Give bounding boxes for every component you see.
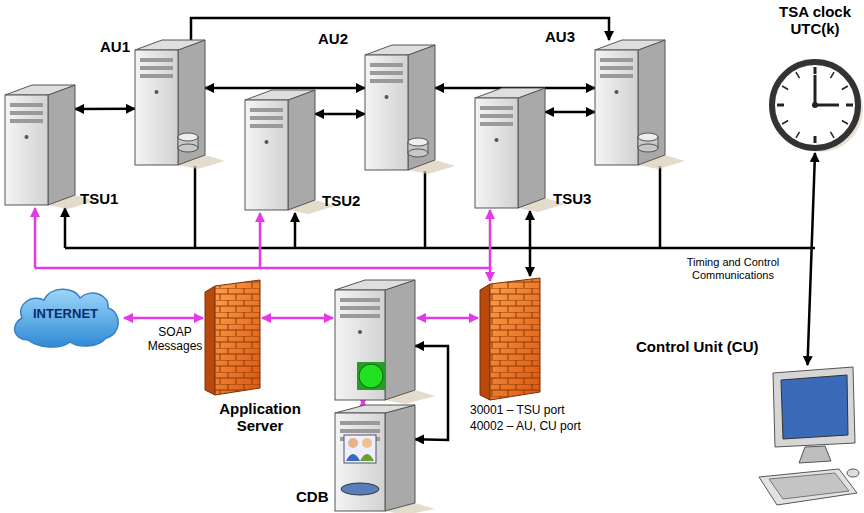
cloud-label: INTERNET xyxy=(8,307,123,322)
internet-cloud: INTERNET xyxy=(8,282,123,350)
authority-server: AU2 xyxy=(365,45,435,170)
connector-arrow xyxy=(545,111,595,114)
port-note: 40002 – AU, CU port xyxy=(470,420,581,434)
control-computer: Control Unit (CU) xyxy=(755,365,860,511)
connector-arrow xyxy=(315,113,365,116)
node-label: TSU2 xyxy=(322,192,360,209)
connector-arrow xyxy=(205,87,365,90)
firewall-left xyxy=(205,280,260,395)
node-label: TSA clock UTC(k) xyxy=(770,3,860,38)
node-label: CDB xyxy=(296,488,329,505)
node-label: AU1 xyxy=(100,38,130,55)
node-label: Control Unit (CU) xyxy=(636,338,758,355)
node-label: AU2 xyxy=(318,30,348,47)
bus-label: Timing and Control Communications xyxy=(668,256,798,281)
application-server: Application Server xyxy=(335,280,415,400)
node-label: TSU1 xyxy=(80,190,118,207)
authority-server: AU1 xyxy=(135,40,205,165)
timestamp-server: TSU2 xyxy=(245,90,315,210)
connector-arrow xyxy=(808,153,816,365)
authority-server: AU3 xyxy=(595,40,665,165)
clock-icon: TSA clock UTC(k) xyxy=(770,5,860,153)
node-label: AU3 xyxy=(545,28,575,45)
timestamp-server: TSU1 xyxy=(5,85,75,205)
connector-arrow xyxy=(75,108,135,111)
database-server: CDB xyxy=(335,405,415,511)
firewall-right xyxy=(480,278,540,400)
node-label: Application Server xyxy=(200,400,320,435)
timestamp-server: TSU3 xyxy=(475,88,545,208)
port-note: 30001 – TSU port xyxy=(470,404,565,418)
node-label: TSU3 xyxy=(553,190,591,207)
wire-label: SOAP Messages xyxy=(140,326,210,354)
connector-arrow xyxy=(362,400,365,405)
